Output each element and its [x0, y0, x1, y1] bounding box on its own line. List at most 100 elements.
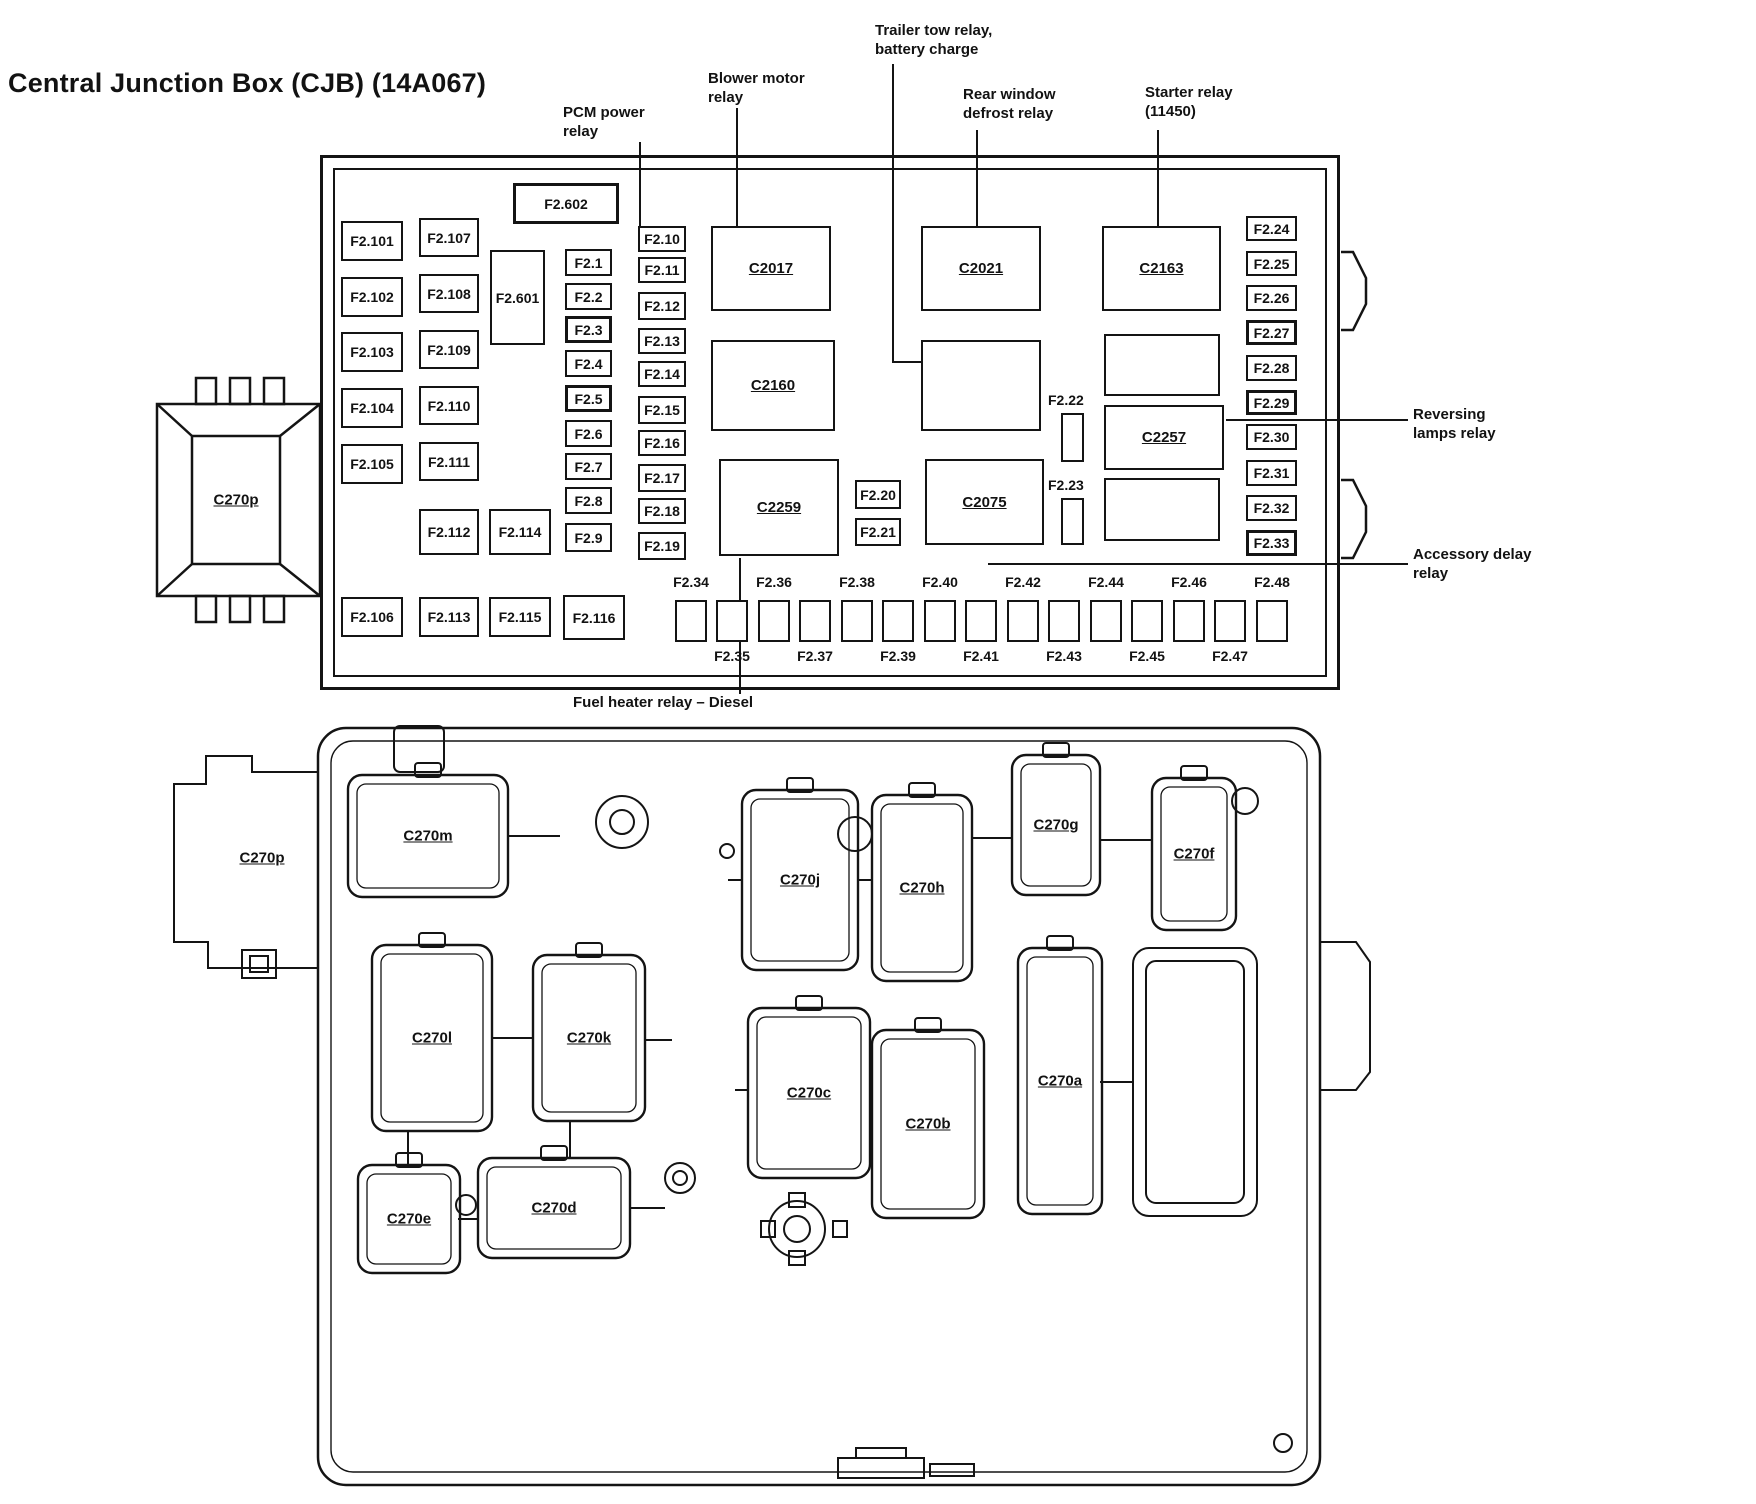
- fuse-f2-2: F2.2: [565, 283, 612, 310]
- fuse-label-f2-40: F2.40: [922, 574, 958, 590]
- fuse-label: F2.18: [644, 503, 680, 519]
- fuse-label: F2.20: [860, 486, 896, 503]
- fuse-label: F2.116: [572, 609, 616, 626]
- fuse-f2-39: [882, 600, 914, 642]
- fuse-f2-3: F2.3: [565, 316, 612, 343]
- callout-trailer-tow-relay: Trailer tow relay, battery charge: [875, 22, 993, 58]
- fuse-label-f2-22: F2.22: [1048, 392, 1084, 408]
- fuse-f2-42: [1007, 600, 1039, 642]
- fuse-label: F2.6: [574, 425, 603, 442]
- fuse-f2-16: F2.16: [638, 430, 686, 456]
- fuse-f2-1: F2.1: [565, 249, 612, 276]
- fuse-label: F2.24: [1253, 220, 1290, 237]
- relay-label: C2259: [756, 499, 802, 516]
- fuse-label: F2.12: [644, 298, 680, 314]
- fuse-f2-38: [841, 600, 873, 642]
- fuse-f2-24: F2.24: [1246, 216, 1297, 241]
- fuse-f2-601: F2.601: [490, 250, 545, 345]
- fuse-label: F2.115: [498, 609, 542, 625]
- fuse-label: F2.17: [644, 470, 680, 486]
- fuse-f2-104: F2.104: [341, 388, 403, 428]
- fuse-f2-45: [1131, 600, 1163, 642]
- connector-c270e: C270e: [386, 1210, 432, 1228]
- physical-housing: [173, 725, 1371, 1487]
- connector-c270m: C270m: [403, 827, 453, 845]
- fuse-f2-27: F2.27: [1246, 320, 1297, 345]
- fuse-label-f2-38: F2.38: [839, 574, 875, 590]
- fuse-f2-113: F2.113: [419, 597, 479, 637]
- callout-accessory-delay-relay: Accessory delay relay: [1413, 546, 1532, 582]
- connector-c270a: C270a: [1037, 1072, 1083, 1090]
- fuse-label: F2.27: [1253, 324, 1290, 341]
- fuse-label: F2.19: [644, 538, 680, 554]
- fuse-label-f2-42: F2.42: [1005, 574, 1041, 590]
- fuse-label-f2-48: F2.48: [1254, 574, 1290, 590]
- fuse-label-f2-43: F2.43: [1046, 648, 1082, 664]
- fuse-label: F2.33: [1253, 535, 1290, 551]
- fuse-label: F2.29: [1253, 394, 1290, 411]
- fuse-label-f2-47: F2.47: [1212, 648, 1248, 664]
- relay-label: C2160: [750, 377, 796, 394]
- callout-pcm-power-relay: PCM power relay: [563, 104, 645, 140]
- connector-c270p-schematic-label: C270p: [213, 491, 259, 509]
- fuse-label: F2.2: [574, 288, 603, 305]
- schematic-edge-tabs: [1341, 250, 1368, 560]
- fuse-label: F2.111: [427, 453, 471, 470]
- fuse-f2-15: F2.15: [638, 396, 686, 424]
- fuse-label: F2.107: [427, 229, 471, 246]
- schematic-inner-frame: [333, 168, 1327, 677]
- connector-c270j: C270j: [779, 871, 821, 889]
- fuse-f2-17: F2.17: [638, 464, 686, 492]
- fuse-label: F2.13: [644, 333, 680, 349]
- fuse-f2-108: F2.108: [419, 274, 479, 313]
- fuse-f2-101: F2.101: [341, 221, 403, 261]
- fuse-label: F2.5: [574, 390, 603, 407]
- callout-fuel-heater-relay: Fuel heater relay – Diesel: [573, 694, 754, 711]
- fuse-label-f2-45: F2.45: [1129, 648, 1165, 664]
- fuse-label: F2.21: [860, 524, 896, 540]
- fuse-f2-115: F2.115: [489, 597, 551, 637]
- fuse-label: F2.1: [574, 254, 603, 271]
- relay-label: C2163: [1139, 260, 1184, 277]
- fuse-f2-116: F2.116: [563, 595, 625, 640]
- connector-c270g: C270g: [1033, 816, 1079, 834]
- relay-c2017: C2017: [711, 226, 831, 311]
- fuse-f2-23: [1061, 498, 1084, 545]
- fuse-f2-112: F2.112: [419, 509, 479, 555]
- fuse-label-f2-46: F2.46: [1171, 574, 1207, 590]
- fuse-label: F2.110: [427, 397, 471, 414]
- fuse-f2-48: [1256, 600, 1288, 642]
- connector-c270l: C270l: [411, 1029, 453, 1047]
- fuse-label: F2.28: [1253, 360, 1290, 376]
- relay-box-blank-9: [1104, 478, 1220, 541]
- fuse-f2-13: F2.13: [638, 328, 686, 354]
- fuse-f2-44: [1090, 600, 1122, 642]
- fuse-label-f2-39: F2.39: [880, 648, 916, 664]
- relay-label: C2017: [748, 260, 794, 277]
- fuse-f2-109: F2.109: [419, 330, 479, 369]
- fuse-f2-111: F2.111: [419, 442, 479, 481]
- fuse-label: F2.102: [350, 289, 394, 305]
- fuse-f2-19: F2.19: [638, 532, 686, 560]
- fuse-f2-31: F2.31: [1246, 460, 1297, 486]
- fuse-label: F2.11: [644, 262, 680, 278]
- fuse-label: F2.25: [1253, 255, 1290, 272]
- fuse-label-f2-37: F2.37: [797, 648, 833, 664]
- fuse-label: F2.7: [574, 458, 603, 475]
- page-title: Central Junction Box (CJB) (14A067): [8, 68, 487, 98]
- fuse-label: F2.8: [574, 492, 603, 509]
- fuse-label: F2.109: [427, 341, 471, 358]
- fuse-label: F2.104: [350, 400, 394, 416]
- fuse-f2-602: F2.602: [513, 183, 619, 224]
- connector-c270d: C270d: [531, 1199, 577, 1217]
- relay-box-blank-4: [921, 340, 1041, 431]
- fuse-f2-41: [965, 600, 997, 642]
- fuse-label-f2-41: F2.41: [963, 648, 999, 664]
- fuse-label: F2.4: [574, 355, 603, 372]
- fuse-f2-107: F2.107: [419, 218, 479, 257]
- fuse-f2-14: F2.14: [638, 361, 686, 387]
- fuse-label: F2.105: [350, 456, 394, 472]
- fuse-f2-37: [799, 600, 831, 642]
- fuse-label: F2.602: [544, 195, 588, 212]
- fuse-label: F2.30: [1253, 429, 1290, 445]
